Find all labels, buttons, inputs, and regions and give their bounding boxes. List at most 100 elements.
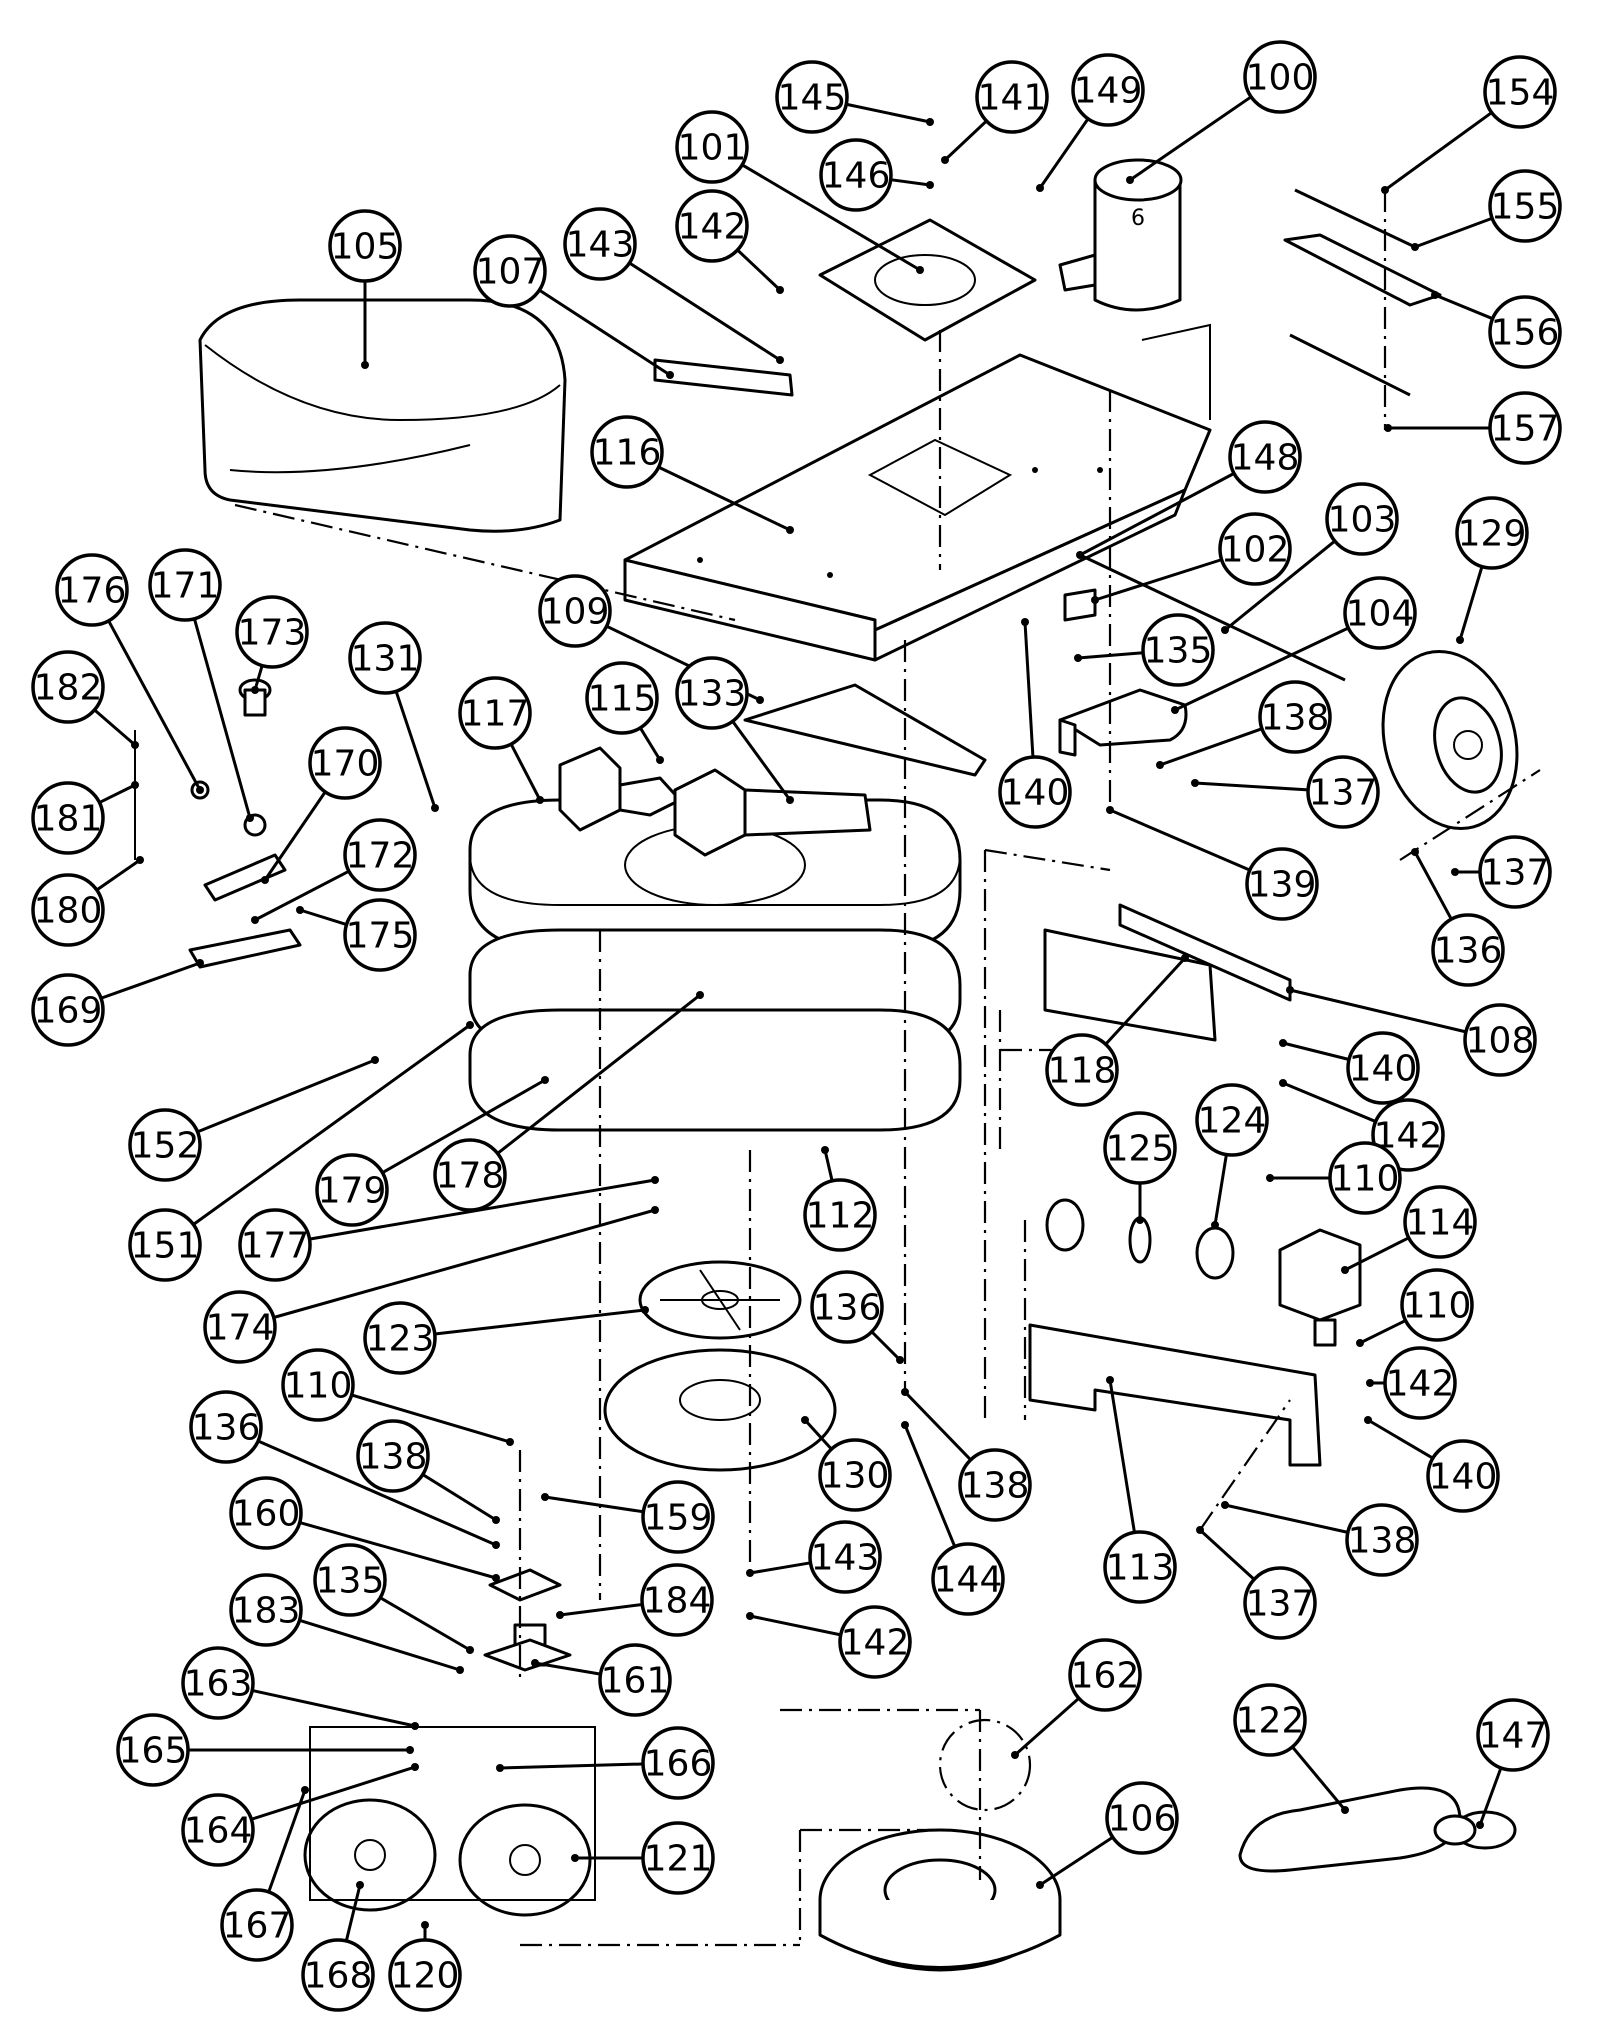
leader-dot [651, 1206, 659, 1214]
callout-number: 103 [1328, 500, 1397, 541]
leader-dot [1364, 1416, 1372, 1424]
callout-number: 173 [238, 613, 307, 654]
leader-dot [1211, 1221, 1219, 1229]
callout-number: 114 [1406, 1203, 1475, 1244]
callout-number: 140 [1349, 1049, 1418, 1090]
callout-balloon [148, 548, 222, 622]
callout-139: 139 [1106, 806, 1319, 921]
leader-line [1039, 1835, 1114, 1887]
leader-dot [466, 1021, 474, 1029]
callout-number: 109 [541, 592, 610, 633]
callout-number: 152 [131, 1126, 200, 1167]
leader-line [803, 1418, 833, 1451]
callout-balloon [31, 873, 105, 947]
callout-number: 143 [811, 1538, 880, 1579]
callout-balloon [1426, 1439, 1500, 1513]
callout-113: 113 [1103, 1376, 1177, 1604]
callout-number: 172 [346, 836, 415, 877]
leader-dot [896, 1356, 904, 1364]
callout-124: 124 [1195, 1083, 1269, 1229]
callout-number: 137 [1309, 773, 1378, 814]
leader-line [845, 102, 931, 124]
callout-number: 102 [1221, 530, 1290, 571]
callout-number: 182 [34, 668, 103, 709]
leader-line [273, 1208, 656, 1319]
callout-184: 184 [556, 1563, 714, 1637]
callout-balloon [1488, 295, 1562, 369]
wheel-part-129 [1381, 649, 1519, 831]
belt-part-112 [468, 928, 962, 1132]
strip-parts-155-156 [1283, 188, 1442, 430]
callout-balloon [1346, 1031, 1420, 1105]
callout-180: 180 [31, 856, 144, 947]
kit-box-120 [309, 1726, 596, 1901]
leader-dot [1384, 424, 1392, 432]
callout-100: 100 [1126, 40, 1317, 184]
leader-dot [506, 1438, 514, 1446]
callout-number: 184 [643, 1581, 712, 1622]
leader-line [192, 618, 252, 819]
leader-dot [901, 1421, 909, 1429]
leader-line [1194, 781, 1309, 792]
callout-104: 104 [1171, 576, 1417, 714]
leader-line [253, 665, 264, 691]
leader-line [98, 783, 136, 804]
block-part-102 [1063, 588, 1097, 622]
leader-line [499, 1762, 644, 1770]
callout-balloon [1103, 1530, 1177, 1604]
leader-dot [696, 991, 704, 999]
callout-108: 108 [1286, 986, 1537, 1077]
callout-balloon [975, 60, 1049, 134]
callout-balloon [598, 1643, 672, 1717]
callout-149: 149 [1036, 53, 1145, 192]
leader-dot [1036, 1881, 1044, 1889]
callout-balloon [301, 1938, 375, 2012]
callout-number: 138 [961, 1466, 1030, 1507]
leader-dot [456, 1666, 464, 1674]
callout-balloon [128, 1108, 202, 1182]
leader-line [628, 261, 781, 362]
cover-part-105 [198, 298, 567, 533]
callout-138: 138 [1156, 680, 1332, 769]
callout-140: 140 [1279, 1031, 1420, 1105]
leader-line [1094, 558, 1223, 602]
callout-117: 117 [458, 676, 544, 804]
leader-dot [531, 1659, 539, 1667]
callout-137: 137 [1196, 1526, 1317, 1640]
callout-number: 142 [841, 1623, 910, 1664]
callout-178: 178 [433, 991, 704, 1212]
callout-number: 174 [206, 1308, 275, 1349]
callout-balloon [433, 1138, 507, 1212]
callout-balloon [229, 1476, 303, 1550]
callout-balloon [1045, 1033, 1119, 1107]
callout-179: 179 [315, 1076, 549, 1227]
leader-dot [136, 856, 144, 864]
leader-dot [1221, 1501, 1229, 1509]
callout-101: 101 [675, 110, 924, 274]
callout-balloon [1103, 1111, 1177, 1185]
leader-line [496, 993, 701, 1155]
callout-balloon [1228, 420, 1302, 494]
leader-dot [196, 959, 204, 967]
callout-number: 143 [566, 225, 635, 266]
callout-number: 106 [1108, 1799, 1177, 1840]
callout-number: 141 [978, 78, 1047, 119]
leader-line [93, 708, 136, 747]
callout-162: 162 [1011, 1638, 1142, 1759]
callout-173: 173 [235, 595, 309, 694]
callout-balloon [1325, 482, 1399, 556]
bracket-part-107 [653, 358, 794, 397]
callout-154: 154 [1381, 55, 1557, 194]
leader-dot [1106, 1376, 1114, 1384]
callout-number: 137 [1481, 853, 1550, 894]
leader-line [1174, 626, 1350, 712]
callout-151: 151 [128, 1021, 474, 1282]
callout-balloon [313, 1543, 387, 1617]
leader-line [1289, 988, 1467, 1034]
callout-number: 117 [461, 694, 530, 735]
callout-balloon [641, 1726, 715, 1800]
callout-number: 100 [1246, 58, 1315, 99]
assembly-centerlines [234, 330, 1541, 1947]
leader-dot [1431, 291, 1439, 299]
leader-dot [1074, 654, 1082, 662]
